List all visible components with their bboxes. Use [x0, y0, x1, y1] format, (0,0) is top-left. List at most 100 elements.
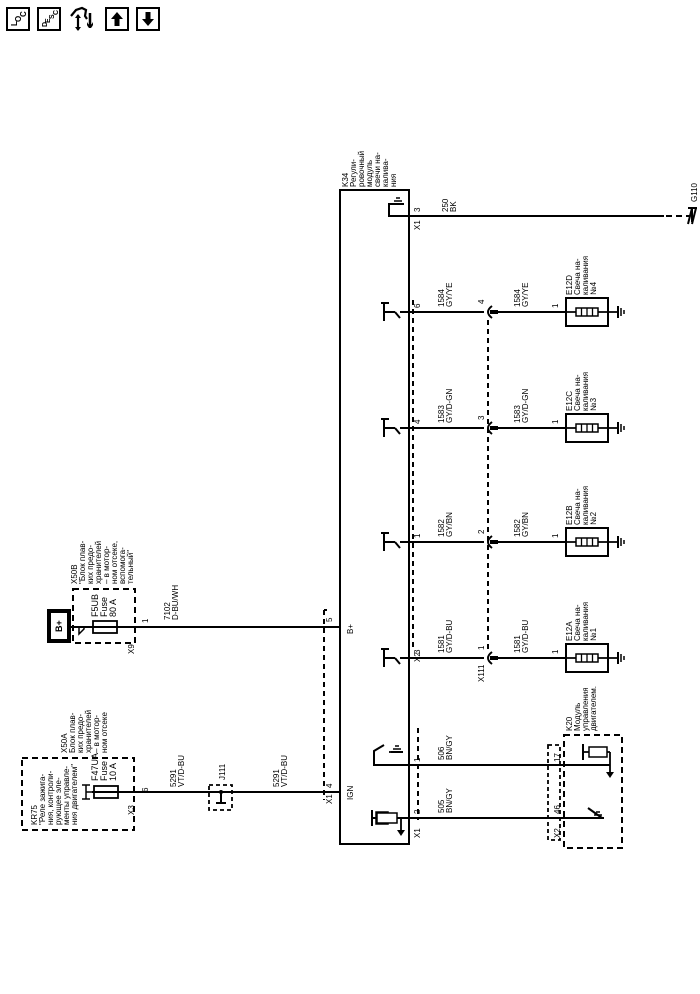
connector-button[interactable] [68, 6, 98, 32]
svg-text:вспомога-: вспомога- [118, 547, 127, 584]
svg-text:1: 1 [141, 618, 150, 623]
glow-plug-id: E12D [565, 275, 574, 295]
wire-color: GY/BN [445, 512, 454, 537]
switch-icon [381, 418, 395, 437]
svg-text:K20: K20 [565, 716, 574, 731]
svg-text:модуль: модуль [365, 160, 374, 187]
x111-connector-icon [487, 535, 493, 549]
svg-text:KR75: KR75 [30, 804, 39, 825]
k20-engine-control-module: K20 Модуль управления двигателем. 17 46 … [547, 686, 623, 849]
svg-text:VT/D-BU: VT/D-BU [280, 755, 289, 787]
x111-label: X111 [477, 664, 486, 682]
svg-text:B+: B+ [346, 624, 355, 634]
svg-text:BN/GY: BN/GY [445, 787, 454, 813]
x111-connector-icon [487, 305, 493, 319]
page-up-button[interactable] [105, 7, 129, 31]
svg-text:250: 250 [441, 198, 450, 212]
k34-glow-plug-module: K34 Регули- ровочный модуль свечи на- ка… [339, 151, 410, 845]
svg-text:C: C [19, 11, 28, 17]
glow-plug-id: E12C [565, 391, 574, 411]
x111-pin-label: 2 [477, 529, 486, 534]
glow-plug-name: Свеча на- [573, 488, 582, 525]
glow-plug-id: E12B [565, 505, 574, 525]
svg-text:Блок плав-: Блок плав- [68, 712, 77, 753]
svg-text:"Реле зажига-: "Реле зажига- [38, 774, 47, 825]
wire-5291b-label: 5291 VT/D-BU [272, 755, 289, 787]
arrow-down-icon [142, 12, 154, 26]
glow-plug-name: №2 [589, 511, 598, 525]
toolbar: L O C D E S C [6, 6, 160, 32]
pin-label: 3 [413, 207, 422, 212]
svg-text:C: C [53, 10, 59, 15]
svg-text:ких предо-: ких предо- [76, 714, 85, 753]
x111-connector-icon [487, 651, 493, 665]
k20-label: K20 Модуль управления двигателем. [565, 686, 598, 731]
svg-text:D-BU/WH: D-BU/WH [171, 585, 180, 620]
svg-text:O: O [14, 16, 23, 22]
power-source-bplus: B+ [47, 609, 71, 643]
svg-text:Fuse: Fuse [99, 761, 109, 781]
svg-text:ном отсеке,: ном отсеке, [110, 541, 119, 584]
desc-button[interactable]: D E S C [37, 7, 61, 31]
wire-color: GY/YE [445, 283, 454, 307]
svg-text:17: 17 [553, 753, 562, 762]
switch-icon [381, 532, 395, 551]
glow-plug-name: Свеча на- [573, 604, 582, 641]
svg-text:J111: J111 [218, 763, 227, 780]
svg-text:80 A: 80 A [108, 599, 118, 617]
switch-lever [394, 541, 401, 549]
wire-5291a-label: 5291 VT/D-BU [169, 755, 186, 787]
svg-text:Модуль: Модуль [573, 703, 582, 731]
svg-text:BK: BK [449, 201, 458, 212]
svg-text:S: S [49, 14, 56, 19]
svg-text:ких предо-: ких предо- [86, 545, 95, 584]
svg-text:ния, контроли-: ния, контроли- [46, 770, 55, 825]
svg-text:K34: K34 [341, 172, 350, 187]
wire-color: GY/D-GN [521, 389, 530, 423]
pin-label: X2 [413, 652, 422, 662]
svg-text:D: D [42, 22, 49, 27]
x50b-label: X50B "Блок плав- ких предо- хранителей –… [70, 540, 135, 584]
wire-number: 1581 [513, 635, 522, 653]
k34-label: K34 Регули- ровочный модуль свечи на- ка… [341, 151, 398, 187]
svg-text:рующее эле-: рующее эле- [54, 777, 63, 825]
glow-plug-name: №3 [589, 397, 598, 411]
x111-pin-label: 4 [477, 299, 486, 304]
loc-button[interactable]: L O C [6, 7, 30, 31]
pin-label: 5 [325, 617, 334, 622]
k34-pin-label: 3 [413, 649, 422, 654]
wire-color: GY/D-GN [445, 389, 454, 423]
plug-pin-label: 1 [551, 533, 560, 538]
wire-number: 1581 [437, 635, 446, 653]
wire-color: GY/D-BU [445, 619, 454, 653]
svg-text:двигателем.: двигателем. [589, 686, 598, 731]
wire-7102-label: 7102 D-BU/WH [163, 585, 180, 620]
glow-plug-name: Свеча на- [573, 374, 582, 411]
wire-color: GY/D-BU [521, 619, 530, 653]
svg-text:10 A: 10 A [108, 763, 118, 781]
svg-text:5291: 5291 [169, 769, 178, 787]
switch-lever [394, 311, 401, 319]
svg-text:506: 506 [437, 746, 446, 760]
svg-text:хранителей: хранителей [94, 541, 103, 584]
wire-250-label: 250 BK [441, 198, 458, 212]
pin-label: X1 [325, 794, 334, 804]
svg-text:ния: ния [389, 174, 398, 187]
glow-plug-name: каливания [581, 602, 590, 641]
svg-text:7102: 7102 [163, 602, 172, 620]
page-down-button[interactable] [136, 7, 160, 31]
x50a-fuse-block: X50A Блок плав- ких предо- хранителей – … [21, 710, 150, 831]
svg-text:менты управле-: менты управле- [62, 766, 71, 825]
arrow-up-icon [111, 12, 123, 26]
glow-plug-id: E12A [565, 621, 574, 641]
wire-505-label: 505 BN/GY [437, 787, 454, 813]
svg-text:46: 46 [553, 805, 562, 814]
svg-text:X9: X9 [127, 644, 136, 654]
connector-wrench-icon [70, 6, 93, 31]
svg-text:ровочный: ровочный [357, 151, 366, 187]
x111-pin-label: 3 [477, 415, 486, 420]
svg-text:VT/D-BU: VT/D-BU [177, 755, 186, 787]
svg-text:свечи на-: свечи на- [373, 152, 382, 187]
